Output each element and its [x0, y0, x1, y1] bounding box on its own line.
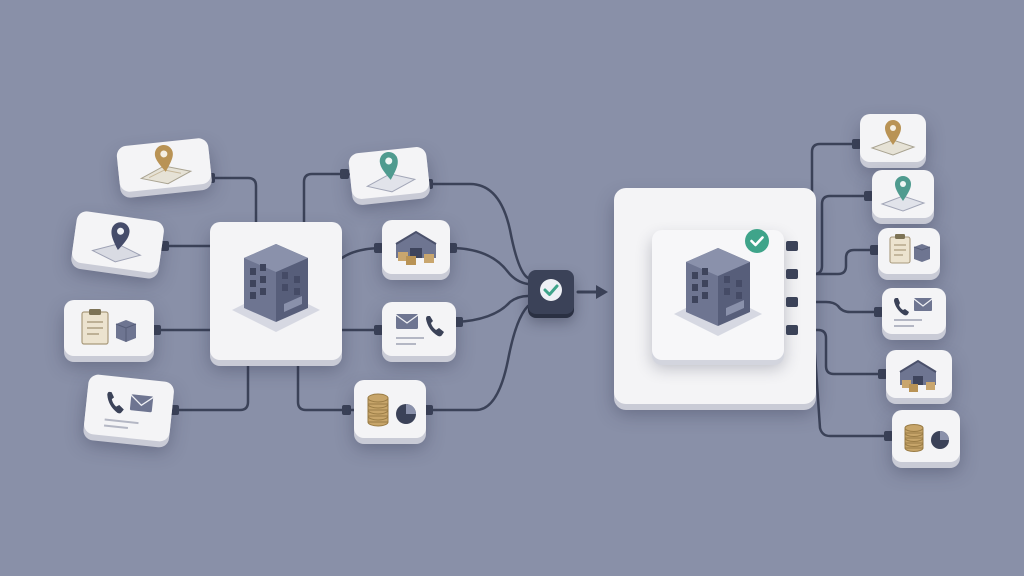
map-pin-gold-icon: [870, 120, 916, 156]
source-card-pin-navy: [70, 210, 166, 274]
wire-warehouse-verifier: [448, 246, 530, 286]
wire-out-clipboard: [794, 248, 880, 276]
coins-pie-chart-icon: [367, 393, 416, 427]
wire-to-coins: [296, 360, 358, 412]
map-pin-teal-icon: [365, 152, 417, 193]
wire-mail-verifier: [454, 294, 530, 324]
output-card-clipboard-box: [878, 228, 940, 274]
office-building-icon: [674, 248, 762, 336]
node-card-pin-teal: [347, 146, 431, 200]
node-card-coins-chart: [354, 380, 426, 438]
hub-port-2: [786, 269, 798, 279]
node-card-warehouse: [382, 220, 450, 274]
hub-card-left: [210, 222, 342, 360]
warehouse-boxes-icon: [395, 230, 437, 265]
wire-out-phone-mail: [794, 300, 884, 314]
output-card-pin-teal: [872, 170, 934, 218]
output-card-phone-mail: [882, 288, 946, 334]
wire-pin-teal-verifier: [426, 182, 530, 280]
phone-mail-icon: [103, 391, 154, 429]
hub-card-right: [614, 188, 816, 404]
verifier-node: [528, 270, 574, 314]
output-card-warehouse: [886, 350, 952, 398]
source-card-clipboard-box: [64, 300, 154, 356]
hub-port-4: [786, 325, 798, 335]
clipboard-box-icon: [889, 234, 931, 264]
source-card-pin-gold: [115, 137, 213, 193]
wire-pin-gold: [208, 176, 258, 224]
output-card-coins-chart: [892, 410, 960, 462]
coins-pie-chart-icon: [904, 424, 949, 452]
checkmark-icon: [540, 279, 562, 301]
clipboard-box-icon: [81, 309, 137, 345]
warehouse-boxes-icon: [899, 359, 937, 392]
wire-to-pin-teal: [302, 172, 352, 224]
phone-mail-icon: [894, 298, 933, 327]
check-badge-icon: [744, 228, 770, 254]
hub-port-1: [786, 241, 798, 251]
source-card-phone-mail: [83, 373, 175, 443]
node-card-mail-phone: [382, 302, 456, 356]
hub-port-3: [786, 297, 798, 307]
wire-out-warehouse: [794, 328, 888, 376]
office-building-icon: [232, 244, 320, 332]
map-pin-navy-icon: [91, 222, 142, 263]
arrow-right-icon: [576, 285, 608, 299]
wire-coins-verifier: [424, 304, 530, 412]
mail-phone-icon: [395, 314, 444, 345]
map-pin-gold-icon: [139, 145, 193, 185]
output-card-pin-gold: [860, 114, 926, 162]
map-pin-teal-icon: [880, 176, 926, 212]
wire-phone-mail: [170, 358, 250, 412]
